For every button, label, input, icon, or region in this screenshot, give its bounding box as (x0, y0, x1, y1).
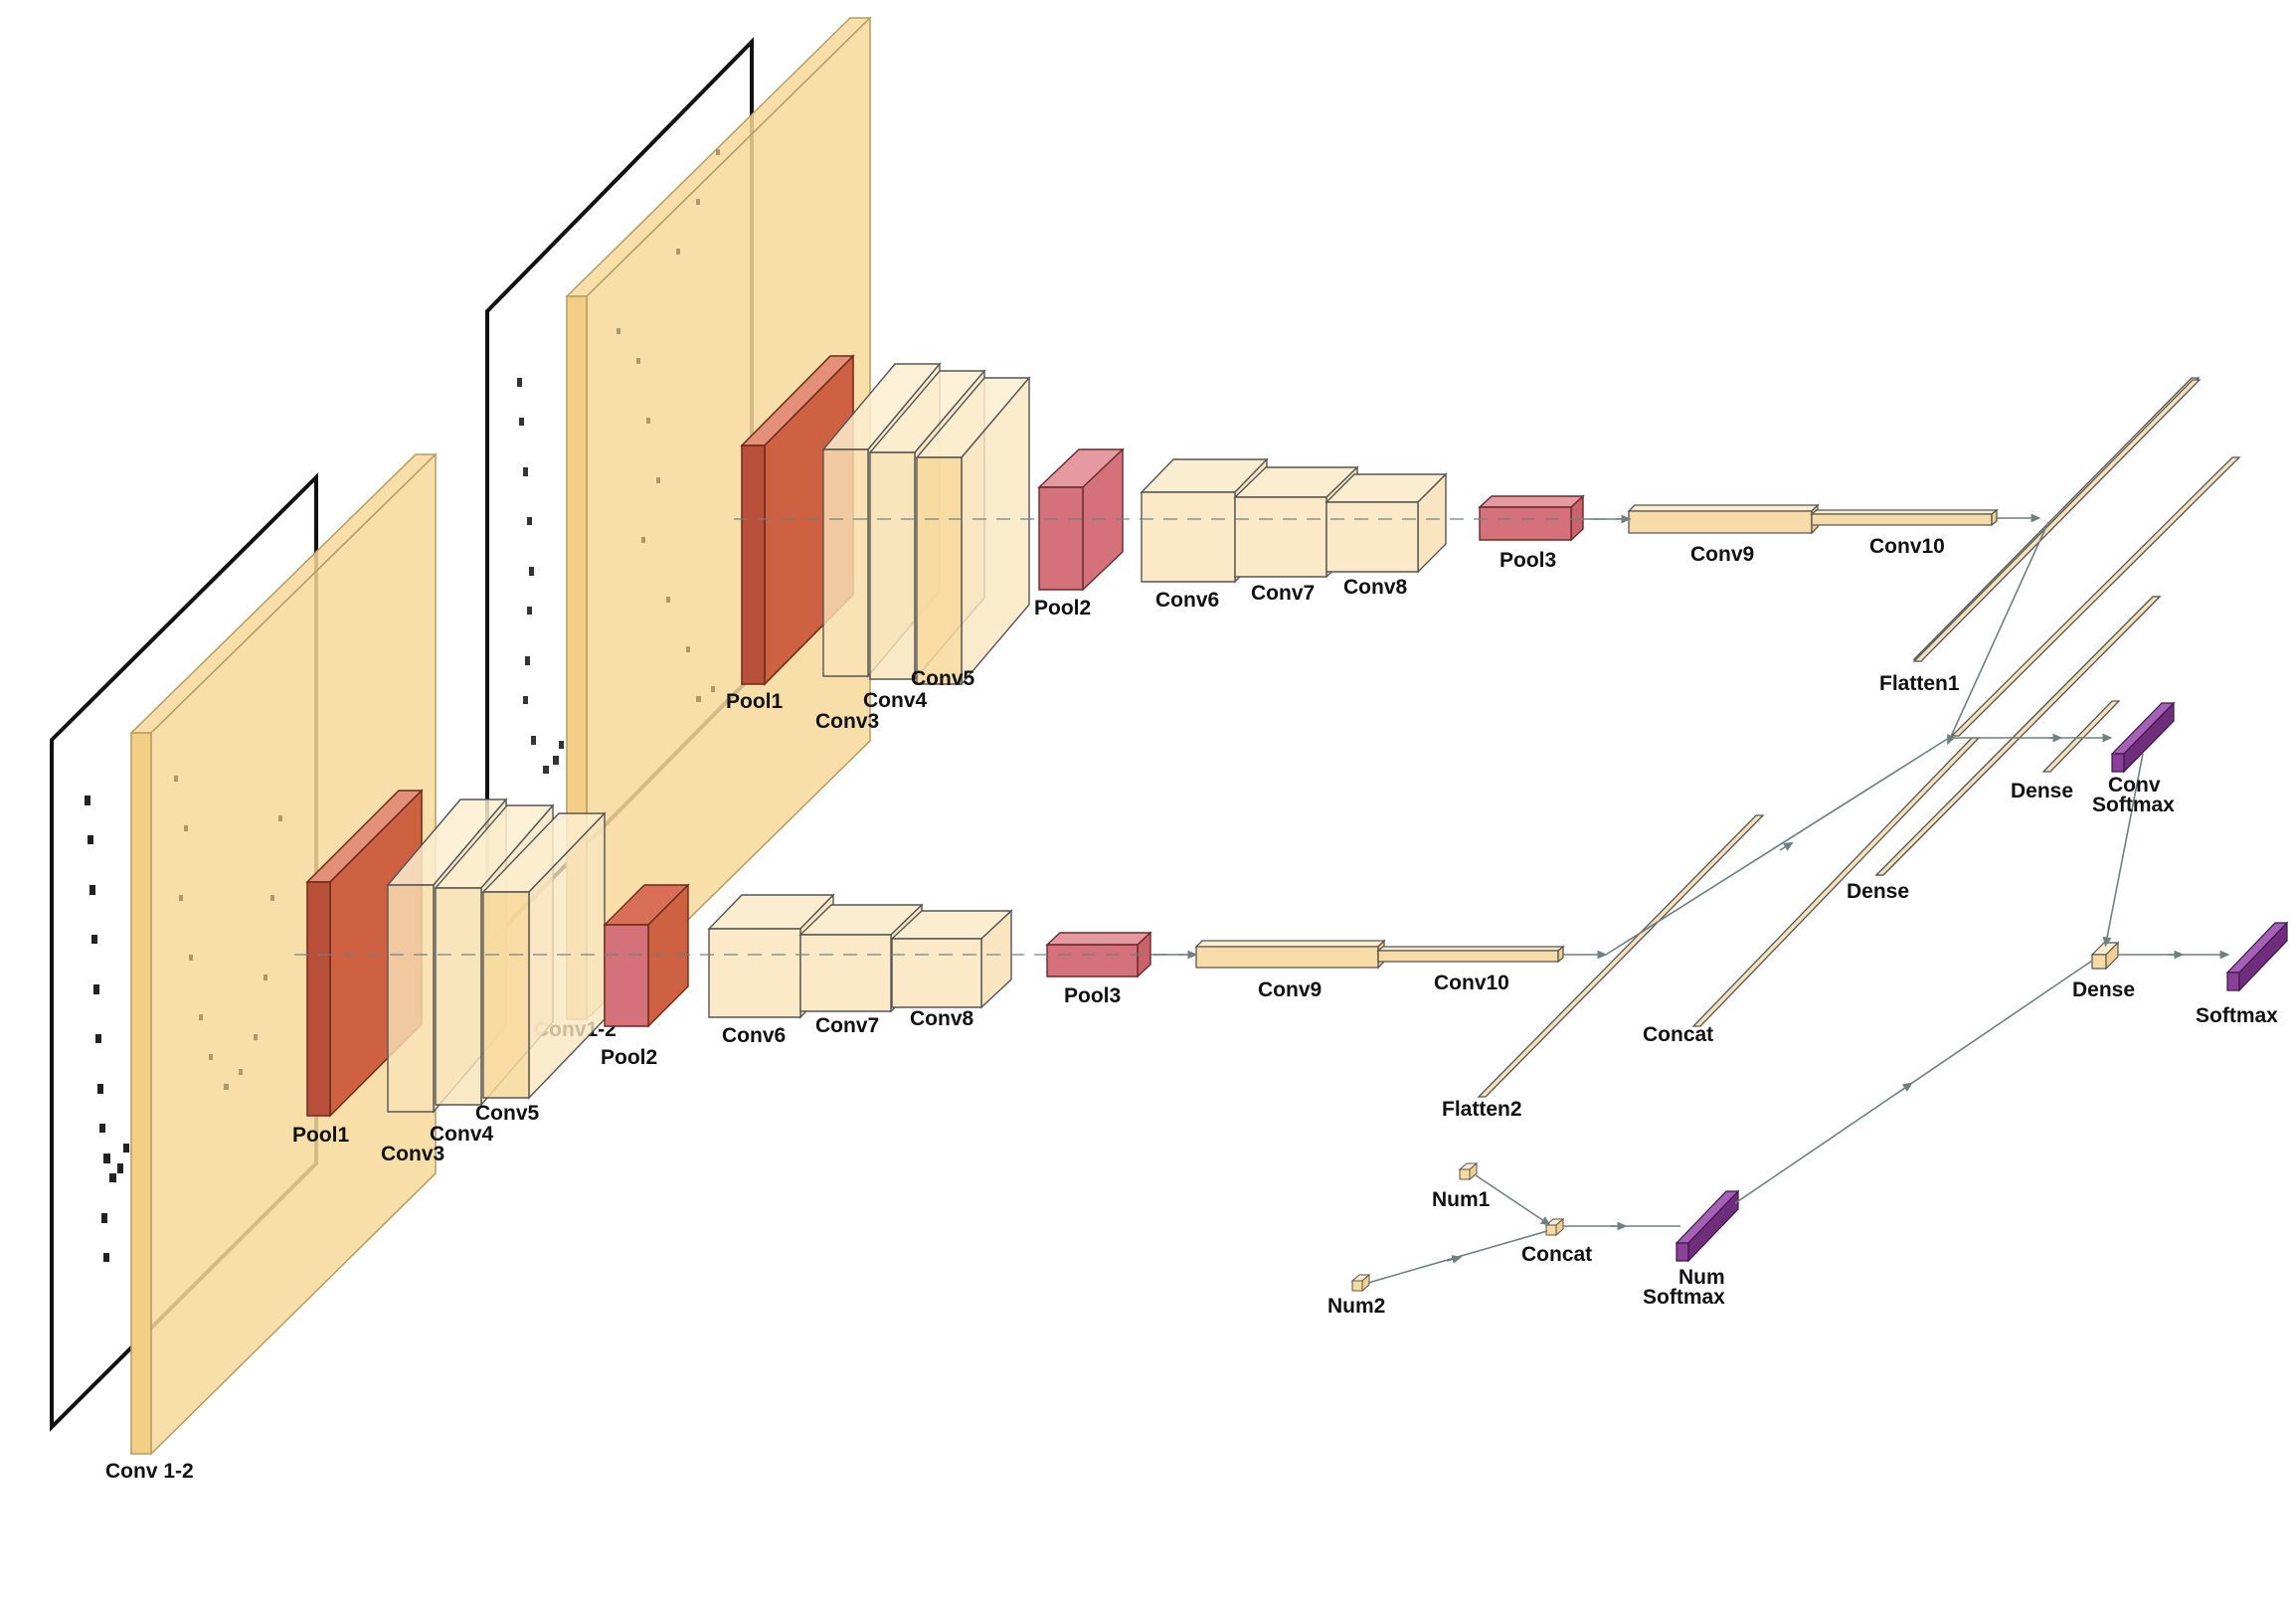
label-num-softmax-1: Num (1678, 1266, 1725, 1289)
branch-b: Conv 1-2 Pool1 Conv3 Conv4 Conv5 Pool2 C… (50, 452, 1765, 1483)
label-num1: Num1 (1432, 1188, 1491, 1211)
edge-conv-softmax-to-dense (2102, 753, 2144, 948)
label-conv10-a: Conv10 (1869, 535, 1945, 558)
layer-softmax-final (2225, 921, 2289, 992)
edge-num-softmax-to-dense (1734, 960, 2093, 1204)
label-conv7-b: Conv7 (815, 1014, 879, 1037)
label-conv4-a: Conv4 (863, 689, 928, 712)
label-softmax-final: Softmax (2196, 1004, 2278, 1027)
label-conv-softmax-2: Softmax (2092, 794, 2175, 816)
layer-num-concat (1544, 1217, 1565, 1237)
label-num-concat: Concat (1521, 1243, 1592, 1266)
layer-pool3-a (1478, 494, 1585, 542)
layer-num2 (1350, 1273, 1371, 1293)
layer-num-softmax (1675, 1189, 1740, 1263)
edge-num2-to-concat (1367, 1230, 1548, 1284)
layer-conv10-a (1810, 508, 1999, 527)
label-conv6-b: Conv6 (722, 1024, 786, 1047)
label-conv-softmax-1: Conv (2108, 774, 2161, 797)
label-conv8-b: Conv8 (910, 1007, 974, 1030)
branch-a: Conv1-2 Pool1 Conv3 Conv4 Conv5 Pool2 Co… (485, 16, 2201, 1041)
label-conv6-a: Conv6 (1155, 589, 1219, 612)
label-pool3-a: Pool3 (1500, 549, 1556, 572)
numeric-branch: Num1 Num2 Concat Num Softmax (1327, 960, 2093, 1318)
layer-pool3-b (1045, 931, 1152, 978)
label-conv4-b: Conv4 (430, 1123, 494, 1146)
branch-a-chain (734, 513, 2041, 524)
label-pool1-b: Pool1 (292, 1124, 349, 1147)
label-flatten1: Flatten1 (1879, 672, 1960, 695)
label-pool3-b: Pool3 (1064, 984, 1121, 1007)
head: Concat Dense Dense Conv Softmax Dense So… (1605, 379, 2289, 1046)
layer-conv-softmax (2110, 701, 2176, 774)
layer-flatten2 (1477, 814, 1765, 1098)
layer-dense-upper (1874, 456, 2241, 876)
label-conv9-a: Conv9 (1690, 543, 1754, 566)
label-conv10-b: Conv10 (1434, 972, 1509, 994)
label-num-softmax-2: Softmax (1643, 1286, 1725, 1309)
layer-flatten1-long (1912, 379, 2202, 662)
layer-num1 (1458, 1161, 1479, 1181)
label-pool2-b: Pool2 (601, 1046, 657, 1069)
label-dense-b: Dense (2011, 780, 2073, 802)
label-concat-main: Concat (1643, 1023, 1713, 1046)
label-conv7-a: Conv7 (1251, 582, 1315, 605)
label-conv5-a: Conv5 (911, 667, 975, 690)
layer-conv9-b (1194, 939, 1386, 970)
layer-dense-b (2041, 700, 2121, 773)
label-conv5-b: Conv5 (475, 1102, 540, 1125)
edge-flatten2-to-concat (1605, 737, 1950, 956)
label-conv8-a: Conv8 (1343, 576, 1408, 599)
label-pool1-a: Pool1 (726, 690, 783, 713)
edge-flatten1-to-concat (1947, 521, 2049, 746)
label-flatten2: Flatten2 (1442, 1098, 1522, 1121)
edge-num1-to-concat (1475, 1174, 1551, 1226)
layer-conv9-a (1627, 503, 1820, 535)
layer-dense-final (2090, 941, 2120, 971)
layer-conv12-b (129, 452, 438, 1456)
layer-conv8-a (1325, 472, 1448, 574)
label-pool2-a: Pool2 (1034, 597, 1091, 620)
label-dense-final: Dense (2072, 978, 2135, 1001)
layer-pool2-b (603, 883, 690, 1028)
layer-conv5-a (915, 376, 1031, 686)
layer-conv10-b (1376, 945, 1565, 964)
layer-conv5-b (481, 811, 607, 1100)
layer-concat-main (1691, 737, 1981, 1027)
label-conv3-a: Conv3 (815, 710, 879, 733)
label-conv9-b: Conv9 (1258, 978, 1322, 1001)
label-num2: Num2 (1327, 1295, 1385, 1318)
label-conv12-b: Conv 1-2 (105, 1460, 194, 1483)
label-conv3-b: Conv3 (381, 1143, 444, 1165)
layer-conv8-b (890, 909, 1013, 1009)
label-dense-a: Dense (1847, 880, 1909, 903)
